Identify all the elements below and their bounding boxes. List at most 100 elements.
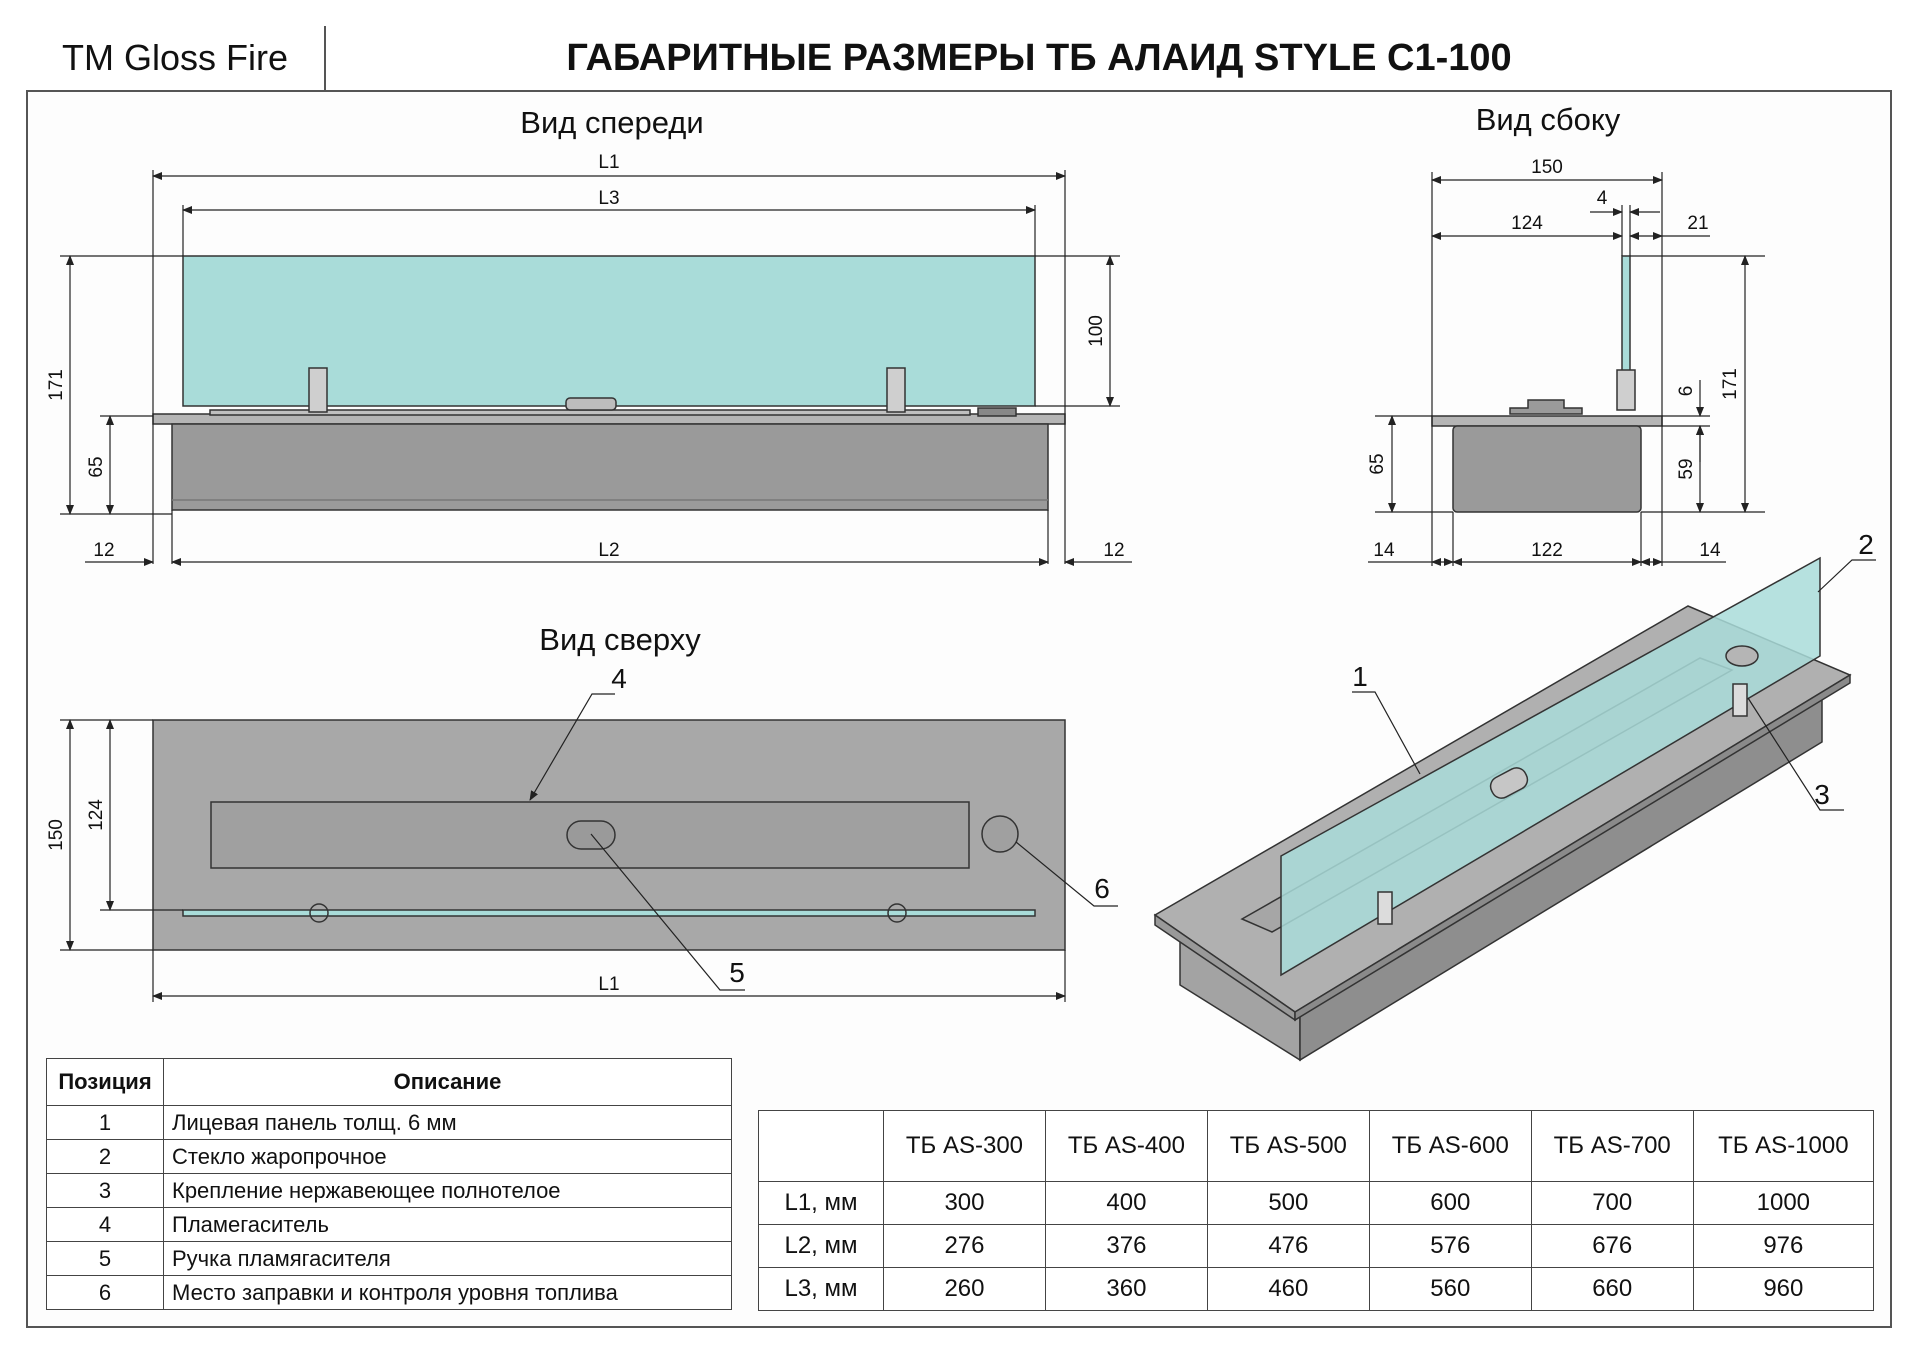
side-dim-65: 65 <box>1367 453 1388 474</box>
top-clamp-right <box>887 903 907 923</box>
size-value: 460 <box>1206 1267 1370 1311</box>
table-row: L3, мм 260 360 460 560 660 960 <box>758 1267 1875 1311</box>
top-glass <box>182 909 1036 917</box>
size-value: 476 <box>1206 1224 1370 1268</box>
front-dim-left12: 12 <box>93 540 114 561</box>
position-description: Ручка пламягасителя <box>163 1241 732 1276</box>
side-dimensions <box>1368 172 1765 566</box>
size-value: 260 <box>883 1267 1046 1311</box>
position-description: Крепление нержавеющее полнотелое <box>163 1173 732 1208</box>
side-dim-14-right: 14 <box>1699 540 1721 561</box>
side-dim-4: 4 <box>1597 188 1608 209</box>
position-number: 3 <box>46 1173 164 1208</box>
position-number: 2 <box>46 1139 164 1174</box>
iso-clamp-back <box>1732 683 1748 717</box>
sizes-col-model: ТБ AS-300 <box>883 1110 1046 1182</box>
callout-5: 5 <box>729 957 745 988</box>
side-dim-6: 6 <box>1676 386 1697 397</box>
table-row: L1, мм 300 400 500 600 700 1000 <box>758 1181 1875 1225</box>
size-value: 500 <box>1206 1181 1370 1225</box>
iso-clamp-front <box>1377 891 1393 925</box>
side-dim-150: 150 <box>1531 157 1563 178</box>
side-view <box>1431 255 1663 513</box>
size-row-label: L1, мм <box>758 1181 884 1225</box>
top-dim-150: 150 <box>46 819 67 851</box>
front-handle <box>565 397 617 411</box>
size-value: 360 <box>1044 1267 1208 1311</box>
iso-handle <box>1489 767 1529 799</box>
callout-2: 2 <box>1858 529 1874 560</box>
size-value: 700 <box>1530 1181 1694 1225</box>
callout-4: 4 <box>611 663 627 694</box>
front-dim-right12: 12 <box>1103 540 1124 561</box>
callout-6: 6 <box>1094 873 1110 904</box>
position-number: 4 <box>46 1207 164 1242</box>
front-view <box>152 255 1066 511</box>
size-value: 960 <box>1692 1267 1875 1311</box>
front-view-title: Вид спереди <box>520 105 704 140</box>
top-dimensions <box>60 693 1118 1002</box>
side-dim-14-left: 14 <box>1373 540 1395 561</box>
positions-header-row: Позиция Описание <box>46 1058 732 1106</box>
sizes-corner-cell <box>758 1110 884 1182</box>
sizes-col-model: ТБ AS-500 <box>1206 1110 1370 1182</box>
front-clamp-right <box>886 367 906 413</box>
iso-glass <box>1280 556 1821 977</box>
top-handle <box>566 820 616 850</box>
size-value: 676 <box>1530 1224 1694 1268</box>
position-description: Пламегаситель <box>163 1207 732 1242</box>
top-view <box>152 719 1066 951</box>
side-panel <box>1431 415 1663 427</box>
top-dim-124: 124 <box>86 799 107 831</box>
side-handle <box>1509 399 1583 415</box>
iso-callout-lines <box>1352 559 1876 811</box>
position-description: Лицевая панель толщ. 6 мм <box>163 1105 732 1140</box>
position-number: 5 <box>46 1241 164 1276</box>
top-clamp-left <box>309 903 329 923</box>
sizes-header-row: ТБ AS-300 ТБ AS-400 ТБ AS-500 ТБ AS-600 … <box>758 1110 1875 1182</box>
side-dim-124: 124 <box>1511 213 1543 234</box>
front-clamp-left <box>308 367 328 413</box>
isometric-view <box>1153 556 1852 1062</box>
front-filler <box>977 407 1017 417</box>
front-dim-l1: L1 <box>598 152 619 173</box>
front-dim-h65: 65 <box>86 456 107 477</box>
side-dim-171: 171 <box>1720 368 1741 400</box>
title-block: TM Gloss Fire ГАБАРИТНЫЕ РАЗМЕРЫ ТБ АЛАИ… <box>26 26 1892 92</box>
size-row-label: L3, мм <box>758 1267 884 1311</box>
front-dim-h100: 100 <box>1086 315 1107 347</box>
front-body <box>171 423 1049 511</box>
front-dimensions <box>60 170 1132 566</box>
side-body <box>1452 425 1642 513</box>
position-number: 6 <box>46 1275 164 1310</box>
size-value: 376 <box>1044 1224 1208 1268</box>
side-view-title: Вид сбоку <box>1475 102 1621 137</box>
position-number: 1 <box>46 1105 164 1140</box>
top-dim-l1: L1 <box>598 974 619 995</box>
sizes-table: ТБ AS-300 ТБ AS-400 ТБ AS-500 ТБ AS-600 … <box>758 1110 1875 1311</box>
size-value: 1000 <box>1692 1181 1875 1225</box>
iso-filler <box>1725 645 1759 667</box>
table-row: L2, мм 276 376 476 576 676 976 <box>758 1224 1875 1268</box>
positions-col-position: Позиция <box>46 1058 164 1106</box>
positions-col-description: Описание <box>163 1058 732 1106</box>
front-dim-h171: 171 <box>46 369 67 401</box>
size-value: 600 <box>1368 1181 1532 1225</box>
callout-3: 3 <box>1814 779 1830 810</box>
size-value: 560 <box>1368 1267 1532 1311</box>
size-value: 300 <box>883 1181 1046 1225</box>
sizes-col-model: ТБ AS-1000 <box>1692 1110 1875 1182</box>
sizes-col-model: ТБ AS-400 <box>1044 1110 1208 1182</box>
size-row-label: L2, мм <box>758 1224 884 1268</box>
position-description: Место заправки и контроля уровня топлива <box>163 1275 732 1310</box>
side-dim-59: 59 <box>1676 458 1697 479</box>
iso-plate-edge-side <box>1294 673 1851 1022</box>
size-value: 660 <box>1530 1267 1694 1311</box>
top-filler <box>981 815 1019 853</box>
